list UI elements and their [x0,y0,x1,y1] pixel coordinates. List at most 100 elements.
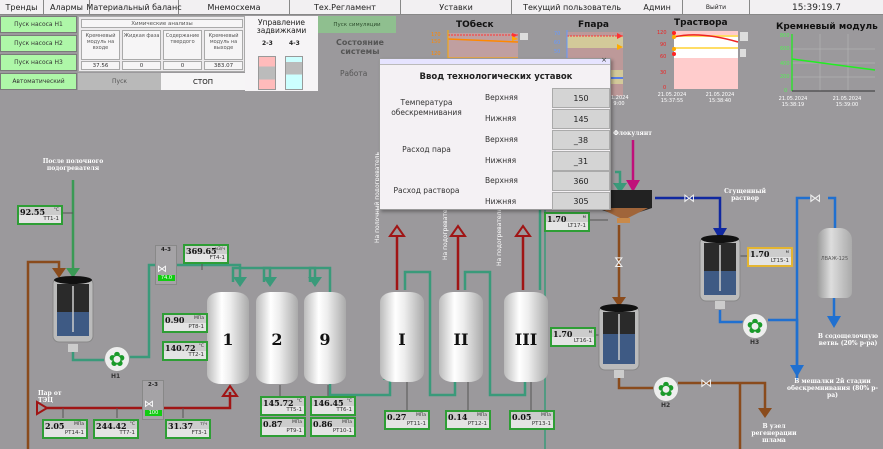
hand-valve-h2[interactable]: ⋈ [700,376,712,390]
label-sludge: В узел регенерации шлама [751,423,797,444]
tt7-unit: °C [129,422,135,427]
auto-mode-button[interactable]: Автоматический [0,73,77,90]
lt17-tag: LT17-1 [546,222,588,230]
storage-tank: ЛВАЖ-125 [817,228,852,298]
valve-4-3[interactable]: 4-3 ⋈ 74.0 [155,245,177,285]
steam-upper-label: Верхняя [485,135,518,144]
chart-t-rastvora [672,31,748,89]
valve-2-3[interactable]: 2-3 ⋈ 100 [142,380,164,420]
temp-lower-label: Нижняя [485,114,517,123]
label-after-heater: После полочного подогревателя [42,158,104,172]
ft4-tag: FT4-1 [185,254,227,262]
steam-upper-input[interactable]: _38 [552,130,610,150]
pump-h3[interactable]: ✿ [742,313,768,339]
start-pump-h2-button[interactable]: Пуск насоса Н2 [0,35,77,52]
start-button[interactable]: Пуск [78,73,161,90]
tab-trends[interactable]: Тренды [0,0,44,15]
separator-3-label: III [514,330,538,349]
tt2-value: 140.72 [165,343,196,353]
valve-4-3-state: 74.0 [158,275,175,281]
chem-title: Химические анализы [81,19,243,28]
temp-lower-input[interactable]: 145 [552,109,610,129]
tt6-value: 146.45 [313,398,344,408]
t-rastvora-xtick-0: 21.05.2024 15:37:55 [657,92,687,104]
tab-material-balance[interactable]: Материальный баланс [86,0,182,15]
pt8-tag: PT8-1 [164,323,206,331]
pump-h2-label: Н2 [661,402,671,409]
pump-h1[interactable]: ✿ [104,346,130,372]
steam-lower-input[interactable]: _31 [552,151,610,171]
lt17-unit: м [582,215,586,220]
pt12-tag: PT12-1 [447,420,489,428]
valve-2-3-state: 100 [145,410,162,416]
hand-valve-tank[interactable]: ⋈ [809,191,821,205]
valve-2-3-slider[interactable] [258,56,276,90]
stop-button[interactable]: СТОП [161,73,245,90]
temp-upper-input[interactable]: 150 [552,88,610,108]
start-pump-h3-button[interactable]: Пуск насоса Н3 [0,54,77,71]
pt10-value: 0.86 [313,419,333,429]
solution-upper-label: Верхняя [485,176,518,185]
tab-setpoints[interactable]: Уставки [401,0,512,15]
valve-2-3-label: 2-3 [148,382,158,388]
t-obesk-ytick-0: 170 [431,32,441,38]
f-para-ytick-2: 50 [554,49,561,55]
chem-col-output-modulus: Кремневый модуль на выходе [204,30,243,60]
system-state-value: Работа [340,69,368,78]
autoclave-2: 2 [256,292,298,384]
valve-label-2-3: 2-3 [262,40,273,47]
tab-tech-regulation[interactable]: Тех.Регламент [290,0,401,15]
ft3-value: 31.37 [168,421,194,431]
mixer-tank-1 [52,276,94,352]
label-to-heater-2: На подогреватель [442,202,449,260]
start-simulation-button[interactable]: Пуск симуляции [318,16,396,33]
dialog-title: Ввод технологических уставок [419,72,573,82]
f-para-ytick-1: 60 [554,40,561,46]
dialog-titlebar[interactable]: × [380,56,610,65]
hand-valve-sludge[interactable]: ⋈ [612,256,626,268]
label-flocculant: Флокулянт [613,130,652,137]
pump-h2[interactable]: ✿ [653,376,679,402]
f-para-xtick: 1.2024 9:00 [611,95,629,107]
pt12-unit: МПа [476,413,487,418]
solution-lower-input[interactable]: 305 [552,192,610,210]
lt17-value: 1.70 [547,214,567,224]
start-pump-h1-button[interactable]: Пуск насоса Н1 [0,16,77,33]
lt15-value: 1.70 [750,249,770,259]
pump-h3-label: Н3 [750,339,760,346]
chem-col-liquid: Жидкая фаза [122,30,161,60]
storage-tank-label: ЛВАЖ-125 [820,256,849,262]
valve-4-3-slider[interactable] [285,56,303,90]
solution-upper-input[interactable]: 360 [552,171,610,191]
tt6-tag: TT6-1 [312,406,354,414]
kremn-ytick-2: 400 [780,61,790,67]
tab-alarms[interactable]: Алармы [44,0,90,15]
top-nav: Тренды Алармы Материальный баланс Мнемос… [0,0,883,15]
autoclave-9-label: 9 [319,330,331,349]
t-rastvora-ytick-3: 30 [660,70,667,76]
tab-mnemoscheme[interactable]: Мнемосхема [179,0,290,15]
hand-valve-thick[interactable]: ⋈ [683,191,695,205]
logout-button[interactable]: Выйти [682,0,750,15]
pt8-unit: МПа [193,316,204,321]
tt1-tag: TT1-1 [19,215,61,223]
close-icon[interactable]: × [601,56,607,64]
